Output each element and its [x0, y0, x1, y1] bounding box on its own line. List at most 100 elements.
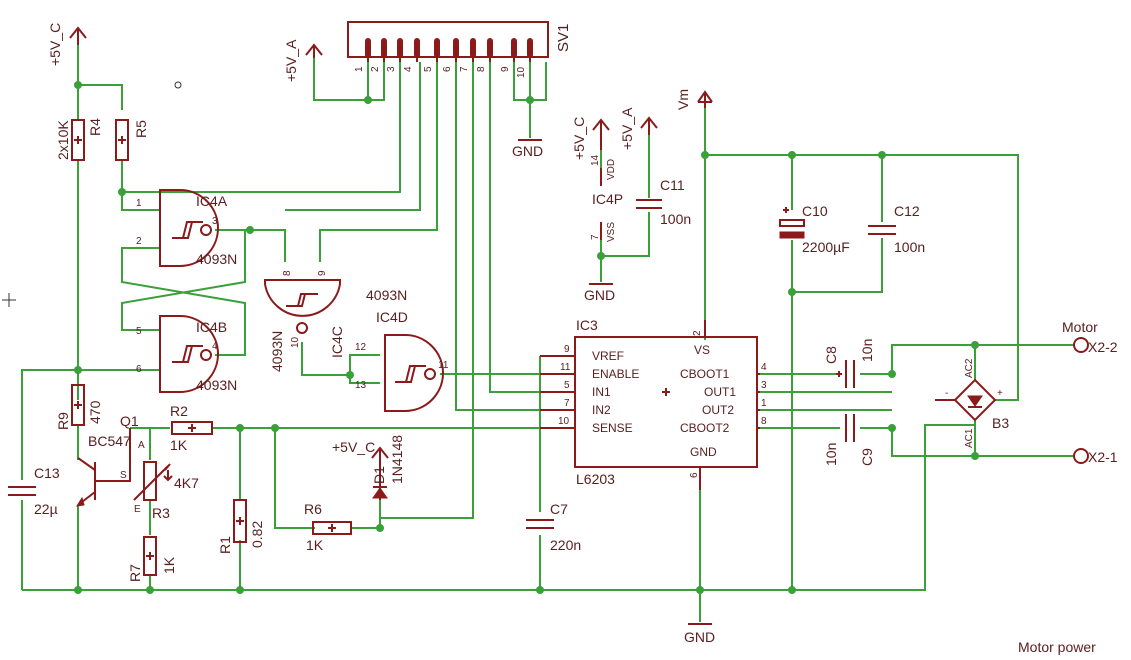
terminal-x2-1: X2-1	[1073, 448, 1118, 465]
gate-ic4p-power: 14 VDD IC4P VSS 7	[590, 154, 623, 242]
bridge-b3: - + AC2 AC1 B3	[935, 358, 1009, 448]
svg-text:2: 2	[370, 66, 381, 72]
svg-text:3: 3	[212, 216, 218, 227]
svg-text:6: 6	[689, 472, 700, 478]
supply-v5a-left: +5V_A	[283, 39, 323, 82]
svg-text:R3: R3	[152, 505, 170, 521]
svg-text:8: 8	[282, 270, 293, 276]
svg-text:BC547: BC547	[88, 433, 131, 449]
capacitor-c8: C8 10n	[823, 339, 875, 388]
svg-text:R9: R9	[55, 412, 71, 430]
svg-text:6: 6	[442, 66, 453, 72]
ground-sv1: GND	[512, 139, 543, 159]
resistor-r9: R9 470	[55, 384, 103, 430]
svg-text:10n: 10n	[859, 339, 875, 362]
svg-text:E: E	[134, 504, 141, 515]
resistor-r6: R6 1K	[304, 501, 352, 553]
svg-text:9: 9	[564, 344, 570, 355]
svg-text:VSS: VSS	[606, 222, 617, 242]
svg-text:10: 10	[516, 66, 527, 78]
svg-text:SV1: SV1	[555, 24, 572, 52]
capacitor-c11: C11 100n	[636, 177, 691, 227]
supply-v5a-ic4p: +5V_A	[619, 107, 658, 150]
svg-text:CBOOT1: CBOOT1	[680, 367, 730, 381]
svg-text:ENABLE: ENABLE	[592, 367, 639, 381]
svg-text:4093N: 4093N	[196, 377, 237, 393]
svg-text:+5V_A: +5V_A	[619, 107, 635, 150]
svg-text:Vm: Vm	[675, 89, 691, 110]
svg-text:6: 6	[136, 364, 142, 375]
svg-text:IC4A: IC4A	[196, 193, 228, 209]
svg-text:100n: 100n	[660, 211, 691, 227]
svg-text:+5V_C: +5V_C	[571, 117, 587, 160]
svg-text:Q1: Q1	[120, 413, 139, 429]
capacitor-c13: C13 22µ	[8, 465, 60, 517]
junctions	[74, 81, 979, 594]
svg-text:X2-1: X2-1	[1088, 449, 1118, 465]
capacitor-c10: C10 2200µF	[779, 203, 850, 255]
resistor-r7: R7 1K	[127, 536, 177, 582]
svg-text:GND: GND	[684, 629, 715, 645]
svg-text:7: 7	[459, 66, 470, 72]
gate-ic4c: 8 9 10 4093N IC4C	[264, 270, 345, 372]
svg-text:4: 4	[403, 66, 414, 72]
resistor-r1: R1 0.82	[217, 499, 265, 554]
svg-text:1K: 1K	[170, 437, 188, 453]
supply-v5c-d1: +5V_C	[332, 439, 389, 460]
svg-text:+5V_C: +5V_C	[47, 23, 63, 66]
svg-text:4: 4	[761, 362, 767, 373]
svg-text:AC2: AC2	[964, 358, 975, 378]
svg-text:1: 1	[136, 198, 142, 209]
svg-text:2: 2	[692, 330, 703, 336]
svg-text:C7: C7	[550, 501, 568, 517]
svg-text:C10: C10	[802, 203, 828, 219]
sheet-title: Motor power	[1018, 639, 1096, 655]
svg-text:10: 10	[290, 336, 301, 348]
terminal-x2-2: Motor X2-2	[1062, 319, 1118, 355]
svg-text:GND: GND	[584, 287, 615, 303]
svg-text:7: 7	[590, 234, 601, 240]
svg-text:1K: 1K	[306, 537, 324, 553]
supply-v5c-ic4p: +5V_C	[571, 117, 610, 160]
svg-text:1K: 1K	[161, 556, 177, 574]
svg-text:13: 13	[355, 380, 367, 391]
potentiometer-r3: A S E 4K7 R3	[120, 440, 199, 521]
svg-text:R5: R5	[133, 120, 149, 138]
svg-text:5: 5	[564, 380, 570, 391]
svg-text:2x10K: 2x10K	[55, 120, 71, 160]
svg-text:14: 14	[590, 154, 601, 166]
svg-text:IC4C: IC4C	[329, 326, 345, 358]
svg-text:VDD: VDD	[606, 159, 617, 180]
svg-text:GND: GND	[690, 445, 717, 459]
resistor-r5: R5	[115, 119, 149, 161]
svg-text:SENSE: SENSE	[592, 421, 633, 435]
svg-text:0.82: 0.82	[249, 521, 265, 548]
svg-text:4093N: 4093N	[269, 331, 285, 372]
svg-text:C13: C13	[34, 465, 60, 481]
svg-text:10n: 10n	[823, 443, 839, 466]
svg-text:4093N: 4093N	[196, 251, 237, 267]
svg-text:1N4148: 1N4148	[389, 435, 405, 484]
svg-text:11: 11	[438, 360, 449, 371]
svg-text:IN1: IN1	[592, 385, 611, 399]
svg-text:B3: B3	[992, 415, 1009, 431]
svg-text:R4: R4	[87, 118, 103, 136]
svg-text:4: 4	[212, 341, 218, 352]
svg-text:12: 12	[355, 342, 367, 353]
connector-sv1: 1 2 3 4 5 6 7 8 9 10 SV1	[347, 21, 572, 78]
svg-text:11: 11	[560, 362, 571, 373]
svg-text:5: 5	[136, 326, 142, 337]
svg-text:C12: C12	[894, 203, 920, 219]
gate-ic4a: 1 2 3 IC4A 4093N	[136, 189, 237, 267]
supply-vm: Vm	[675, 89, 713, 110]
svg-text:AC1: AC1	[964, 428, 975, 448]
svg-text:1: 1	[354, 66, 365, 72]
svg-text:2200µF: 2200µF	[802, 239, 850, 255]
wires	[21, 45, 1075, 622]
gate-ic4b: 5 6 4 IC4B 4093N	[136, 315, 237, 393]
svg-text:GND: GND	[512, 143, 543, 159]
svg-text:IN2: IN2	[592, 403, 611, 417]
svg-text:OUT2: OUT2	[702, 403, 734, 417]
svg-text:C11: C11	[660, 177, 685, 193]
svg-text:9: 9	[500, 66, 511, 72]
